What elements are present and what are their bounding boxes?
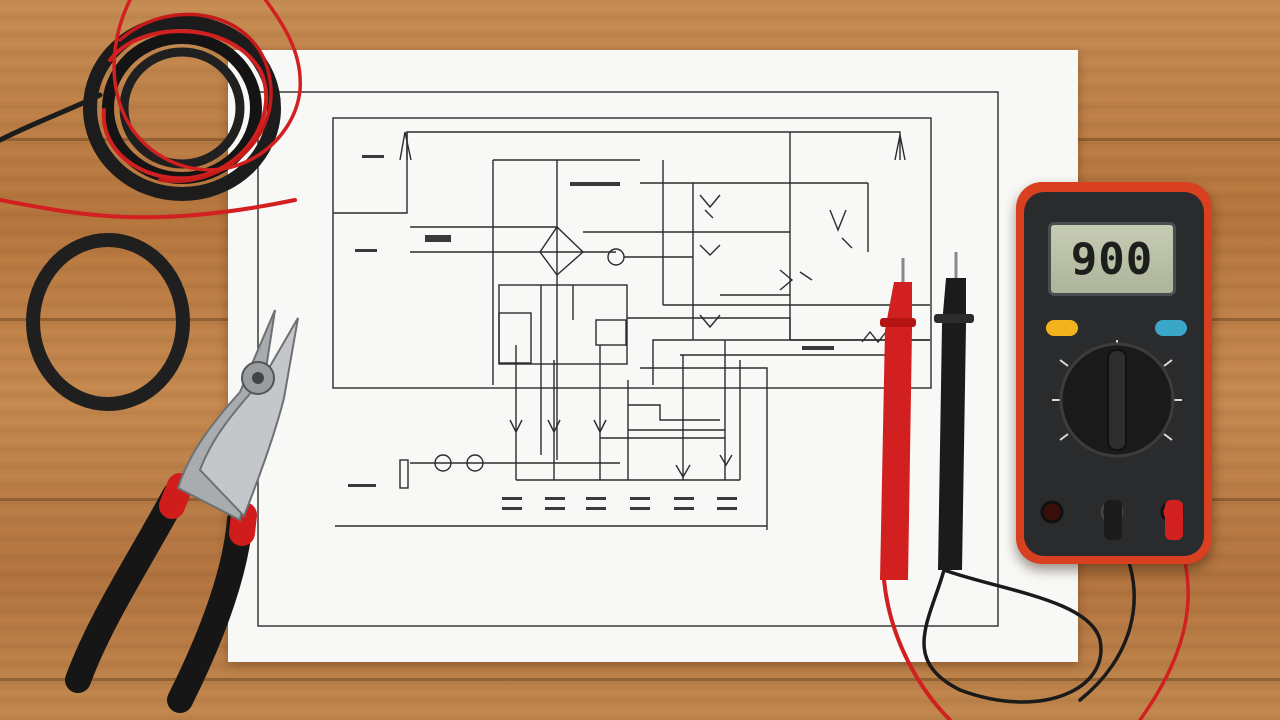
schematic-inner-box: [332, 117, 932, 389]
red-lead-plug: [1165, 500, 1183, 540]
range-button[interactable]: [1155, 320, 1187, 336]
black-lead-plug: [1104, 500, 1122, 540]
jack-ma[interactable]: [1040, 500, 1064, 524]
test-probe-red: [880, 282, 912, 580]
display-reading: 900: [1070, 233, 1154, 285]
test-probe-black: [938, 278, 966, 570]
rubber-band: [26, 233, 190, 411]
multimeter-display: 900: [1048, 222, 1176, 296]
dial-knob-pointer: [1107, 349, 1127, 451]
hold-button[interactable]: [1046, 320, 1078, 336]
